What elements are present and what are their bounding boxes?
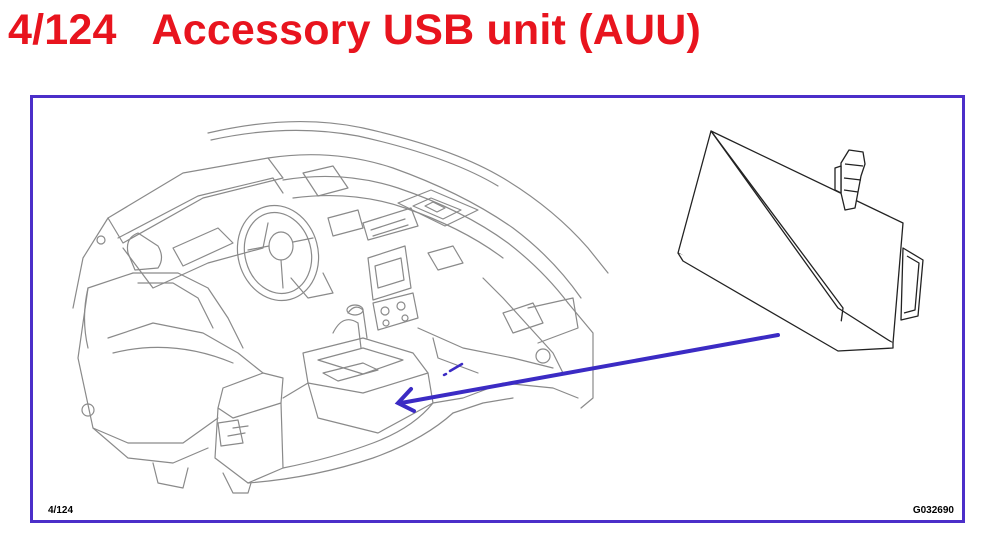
page-title: 4/124 Accessory USB unit (AUU) (8, 6, 702, 54)
arrow-icon (394, 333, 780, 413)
figure-frame: 4/124 G032690 (30, 95, 965, 523)
figure-illustration (72, 121, 924, 494)
usb-module-icon (677, 130, 924, 352)
drawing-code: G032690 (912, 505, 954, 516)
car-interior-icon (72, 121, 609, 494)
connector-mark-icon (442, 362, 464, 377)
figure-number: 4/124 (48, 505, 74, 516)
